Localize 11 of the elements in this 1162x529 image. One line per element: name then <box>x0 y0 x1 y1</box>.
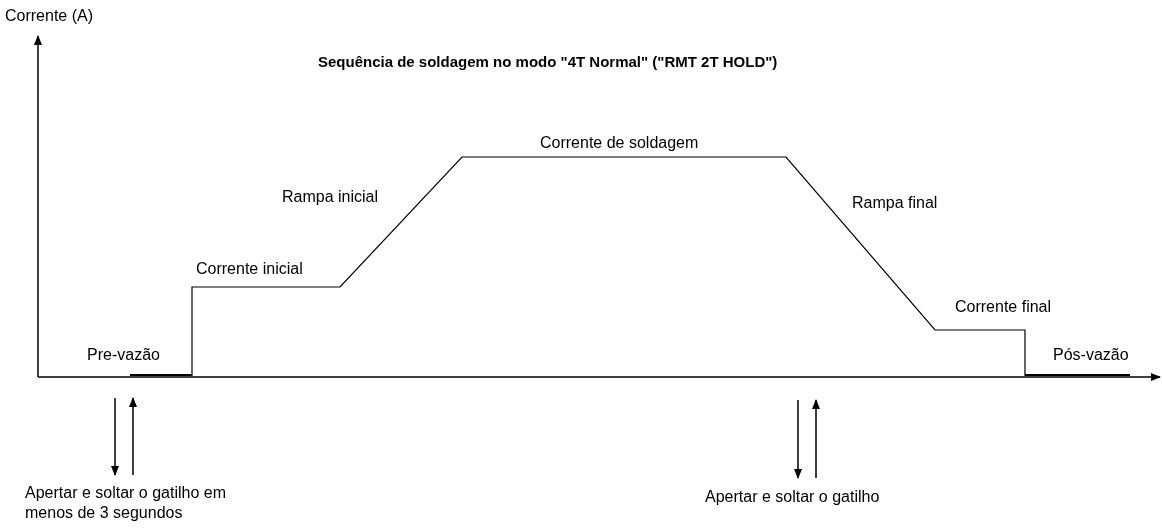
trigger-note: Apertar e soltar o gatilho em menos de 3 segundos <box>25 483 227 523</box>
phase-label: Corrente inicial <box>196 259 303 279</box>
trigger-note: Apertar e soltar o gatilho <box>705 487 880 507</box>
phase-label: Corrente de soldagem <box>540 133 699 153</box>
phase-label: Rampa inicial <box>282 187 379 207</box>
chart-title: Sequência de soldagem no modo "4T Normal" ("RMT 2T HOLD") <box>318 52 778 72</box>
axis-label: Corrente (A) <box>5 6 94 26</box>
phase-label: Corrente final <box>955 297 1052 317</box>
phase-label: Rampa final <box>852 193 938 213</box>
phase-label: Pre-vazão <box>87 345 160 365</box>
phase-label: Pós-vazão <box>1053 345 1129 365</box>
